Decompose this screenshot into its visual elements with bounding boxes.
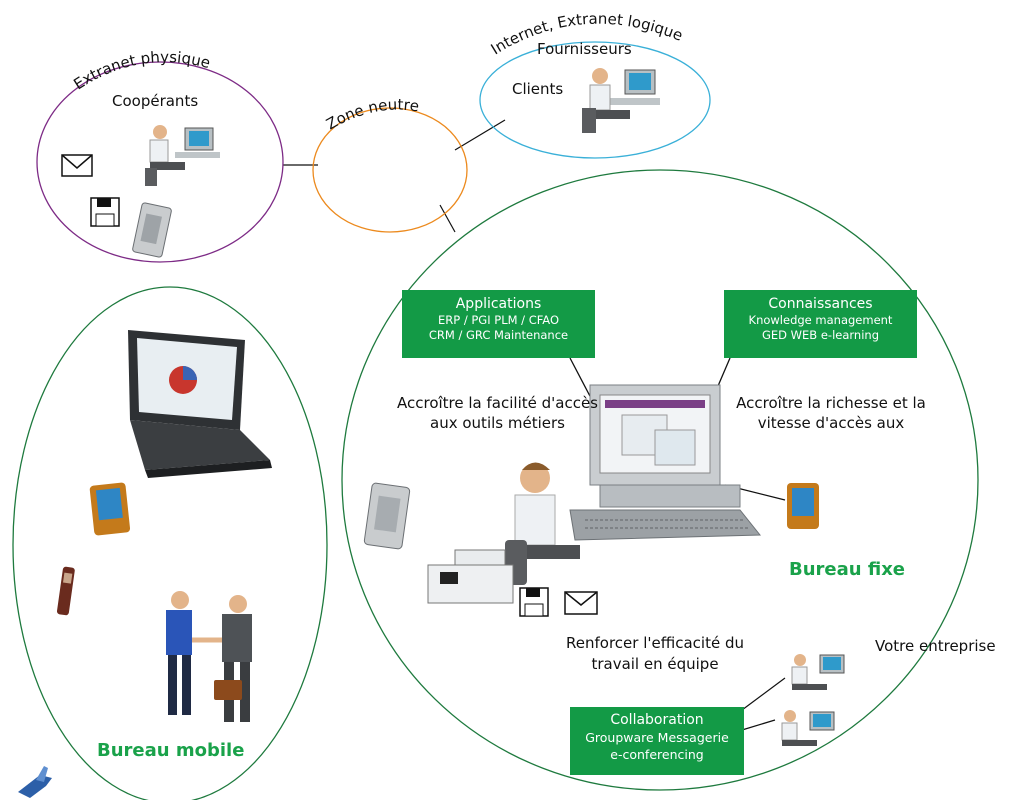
votre-entreprise-label: Votre entreprise <box>875 637 996 655</box>
connaissances-line-1: Knowledge management <box>748 313 893 327</box>
floppy-disk-fixe-icon <box>519 587 549 617</box>
team-workstation-1-icon <box>791 654 845 690</box>
cooperants-label: Coopérants <box>112 92 199 110</box>
caption-richesse-line-2: vitesse d'accès aux <box>757 414 905 432</box>
envelope-icon <box>61 154 93 177</box>
handshake-people-icon <box>166 591 252 722</box>
link-neutre-entreprise <box>439 204 456 233</box>
collab-link-2 <box>741 719 776 731</box>
connaissances-line-2: GED WEB e-learning <box>761 328 879 342</box>
internet-circle <box>479 41 711 159</box>
collaboration-line-2: e-conferencing <box>610 747 704 762</box>
cooperant-workstation-icon <box>145 125 220 186</box>
bureau-mobile-label: Bureau mobile <box>97 740 245 761</box>
client-workstation-icon <box>582 68 660 133</box>
zone-neutre-circle <box>312 107 468 233</box>
connaissances-box: Connaissances Knowledge management GED W… <box>724 290 917 358</box>
envelope-fixe-icon <box>564 591 598 615</box>
caption-equipe-line-2: travail en équipe <box>591 655 719 673</box>
main-computer-icon <box>569 384 762 541</box>
applications-pointer <box>569 357 593 401</box>
caption-acces-outils: Accroître la facilité d'accès aux outils… <box>385 393 610 433</box>
caption-acces-outils-line-1: Accroître la facilité d'accès <box>397 394 598 412</box>
bureau-mobile-circle <box>12 286 328 800</box>
floppy-disk-icon <box>90 197 120 227</box>
link-neutre-internet <box>454 119 506 151</box>
applications-title: Applications <box>455 296 542 312</box>
collaboration-box: Collaboration Groupware Messagerie e-con… <box>570 707 744 775</box>
collaboration-line-1: Groupware Messagerie <box>585 730 729 745</box>
desk-phone-fixe-icon <box>363 482 411 550</box>
fournisseurs-label: Fournisseurs <box>537 40 632 58</box>
clients-label: Clients <box>512 80 564 98</box>
applications-line-1: ERP / PGI PLM / CFAO <box>437 313 560 327</box>
connaissances-title: Connaissances <box>768 296 873 312</box>
team-workstation-2-icon <box>781 710 835 746</box>
extranet-physique-title: Extranet physique <box>70 48 212 93</box>
laptop-icon <box>128 330 272 478</box>
caption-equipe-line-1: Renforcer l'efficacité du <box>566 634 744 652</box>
mobile-phone-icon <box>56 566 75 616</box>
employee-icon <box>505 462 580 585</box>
caption-acces-outils-line-2: aux outils métiers <box>430 414 565 432</box>
collab-link-1 <box>741 677 786 711</box>
extranet-physique-circle <box>36 61 284 263</box>
caption-equipe: Renforcer l'efficacité du travail en équ… <box>555 633 755 675</box>
bureau-fixe-label: Bureau fixe <box>789 559 906 580</box>
bureau-fixe-circle <box>341 169 979 791</box>
caption-richesse-line-1: Accroître la richesse et la <box>736 394 926 412</box>
pda-fixe-icon <box>787 483 819 529</box>
caption-richesse: Accroître la richesse et la vitesse d'ac… <box>722 393 940 433</box>
collaboration-title: Collaboration <box>610 712 704 728</box>
zone-neutre-title: Zone neutre <box>323 95 420 133</box>
desk-phone-icon <box>132 202 172 258</box>
applications-box: Applications ERP / PGI PLM / CFAO CRM / … <box>402 290 595 358</box>
fax-printer-icon <box>427 549 514 604</box>
applications-line-2: CRM / GRC Maintenance <box>428 328 569 342</box>
pda-mobile-icon <box>89 482 131 536</box>
plane-logo-icon <box>18 766 52 798</box>
